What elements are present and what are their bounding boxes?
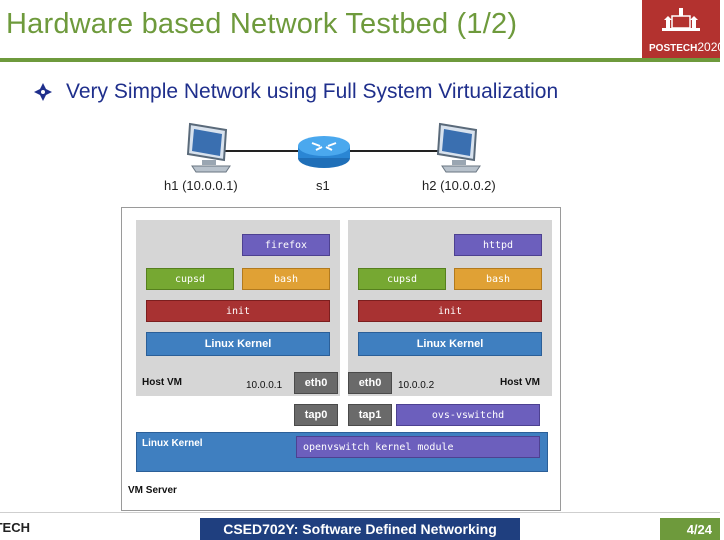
h1-label: h1 (10.0.0.1) [164, 178, 238, 193]
page-number: 4/24 [686, 521, 712, 537]
right-init-process: init [358, 300, 542, 322]
footer-page-box: 4/24 [660, 518, 720, 540]
server-kernel-label: Linux Kernel [142, 438, 203, 449]
s1-router-icon [298, 136, 350, 168]
left-init-process: init [146, 300, 330, 322]
bullet-item: Very Simple Network using Full System Vi… [34, 80, 558, 104]
left-linux-kernel: Linux Kernel [146, 332, 330, 356]
left-cupsd-process: cupsd [146, 268, 234, 290]
slide-header: Hardware based Network Testbed (1/2) POS… [0, 0, 724, 58]
left-bash-process: bash [242, 268, 330, 290]
postech-logo: POSTECH2020 [642, 0, 724, 58]
s1-label: s1 [316, 178, 330, 193]
right-eth0-interface: eth0 [348, 372, 392, 394]
footer-rule [0, 512, 720, 513]
vm-server-label: VM Server [128, 485, 177, 496]
left-eth0-interface: eth0 [294, 372, 338, 394]
left-ip-address: 10.0.0.1 [246, 380, 283, 391]
right-host-vm-label: Host VM [500, 377, 540, 388]
tap0-interface: tap0 [294, 404, 338, 426]
h2-computer-icon [436, 122, 481, 173]
ovs-vswitchd-process: ovs-vswitchd [396, 404, 540, 426]
footer-course-bar: CSED702Y: Software Defined Networking [200, 518, 520, 540]
tap1-interface: tap1 [348, 404, 392, 426]
footer-left-text: TECH [0, 520, 30, 535]
logo-year: 2020 [697, 40, 724, 54]
httpd-process: httpd [454, 234, 542, 256]
h1-computer-icon [186, 122, 231, 173]
bullet-text: Very Simple Network using Full System Vi… [66, 80, 559, 103]
slide-title: Hardware based Network Testbed (1/2) [6, 8, 518, 40]
openvswitch-kernel-module: openvswitch kernel module [296, 436, 540, 458]
left-host-vm-label: Host VM [142, 377, 182, 388]
building-icon [662, 8, 700, 31]
firefox-process: firefox [242, 234, 330, 256]
logo-text: POSTECH [649, 43, 698, 54]
h2-label: h2 (10.0.0.2) [422, 178, 496, 193]
footer-left-tag: TECH [0, 518, 32, 540]
right-bash-process: bash [454, 268, 542, 290]
right-cupsd-process: cupsd [358, 268, 446, 290]
right-linux-kernel: Linux Kernel [358, 332, 542, 356]
footer-course-text: CSED702Y: Software Defined Networking [223, 521, 497, 537]
diamond-bullet-icon [34, 83, 52, 101]
right-ip-address: 10.0.0.2 [398, 380, 435, 391]
vm-server-diagram: firefox cupsd bash init Linux Kernel Hos… [121, 207, 561, 511]
header-rule [0, 58, 720, 62]
